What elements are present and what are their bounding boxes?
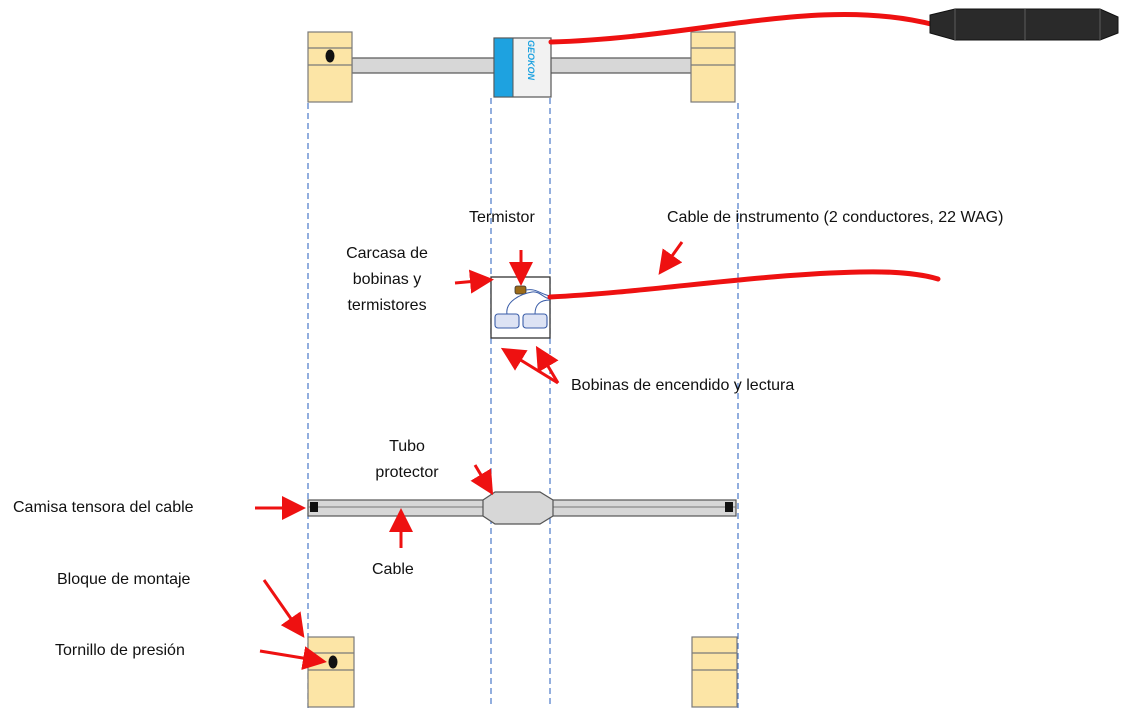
label-tubo-line1: Tubo (389, 438, 425, 455)
label-termistor: Termistor (469, 209, 535, 226)
cable-connector (929, 8, 1119, 41)
annotation-arrows (255, 241, 684, 670)
label-bloque: Bloque de montaje (57, 571, 191, 588)
set-screw-bottom-icon (328, 655, 338, 669)
bottom-mounting-block-left (307, 636, 355, 708)
label-cable: Cable (372, 561, 414, 578)
label-carcasa-line2: bobinas y (352, 271, 422, 288)
label-tornillo: Tornillo de presión (55, 642, 185, 659)
geokon-coil-housing: GEOKON (493, 37, 552, 98)
cable-assembly (307, 491, 737, 525)
arrow-tornillo (259, 646, 327, 670)
label-cable-instrumento: Cable de instrumento (2 conductores, 22 … (667, 209, 1004, 226)
label-bobinas: Bobinas de encendido y lectura (571, 377, 795, 394)
guide-lines (307, 98, 739, 708)
coil-left-icon (494, 313, 520, 329)
arrow-cable-instrumento (658, 241, 684, 275)
arrow-bloque (262, 579, 305, 638)
label-camisa: Camisa tensora del cable (13, 499, 194, 516)
arrow-bobinas-right (535, 345, 560, 384)
coil-right-icon (522, 313, 548, 329)
arrow-tubo (470, 464, 494, 496)
top-mounting-block-right (690, 31, 736, 103)
arrow-carcasa (454, 269, 494, 294)
instrument-cable-detail (547, 269, 941, 300)
geokon-logo: GEOKON (526, 40, 536, 81)
tension-sleeve-left-icon (310, 502, 318, 512)
protective-tube (482, 491, 554, 525)
coil-housing-detail (490, 269, 941, 339)
thermistor-icon (514, 285, 527, 295)
label-carcasa-line1: Carcasa de (346, 245, 428, 262)
assembled-gauge: GEOKON (307, 8, 1119, 103)
label-carcasa-line3: termistores (347, 297, 427, 314)
label-tubo-line2: protector (375, 464, 439, 481)
bottom-mounting-block-right (691, 636, 738, 708)
set-screw-icon (325, 49, 335, 63)
tension-sleeve-right-icon (725, 502, 733, 512)
instrument-cable-top (548, 11, 938, 45)
top-mounting-block-left (307, 31, 353, 103)
arrow-bobinas-left (500, 347, 559, 385)
